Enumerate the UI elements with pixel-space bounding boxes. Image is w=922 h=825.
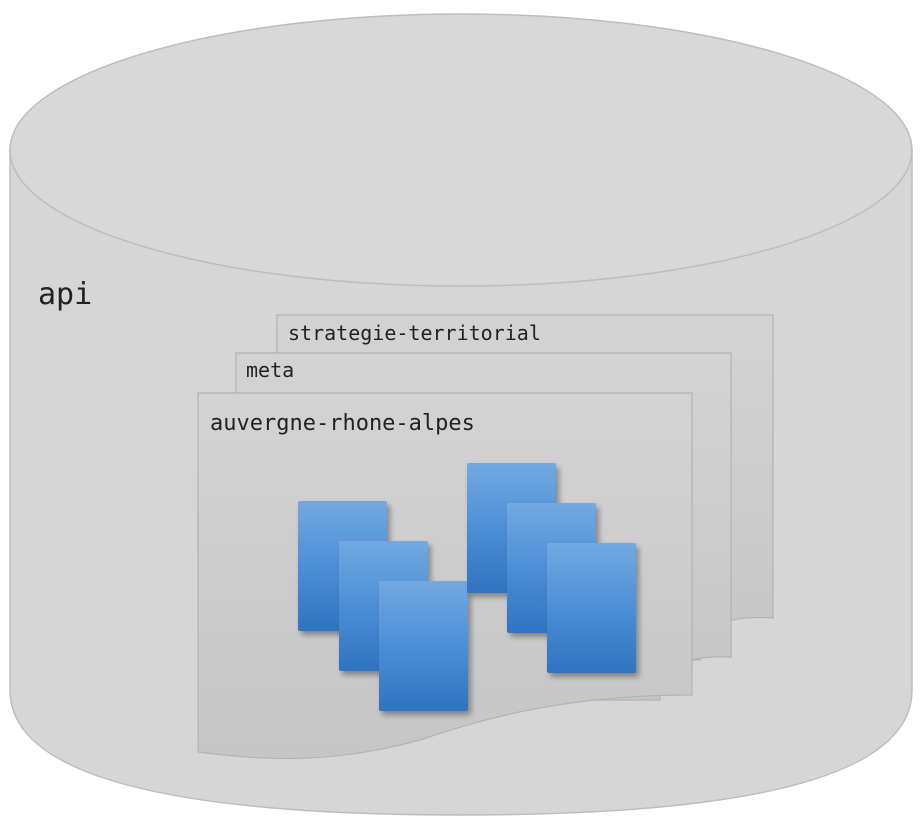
cylinder-top — [9, 13, 913, 287]
table-icon — [379, 581, 468, 711]
tables-group — [298, 463, 636, 711]
schema-label-strategie-territorial: strategie-territorial — [288, 321, 541, 345]
schema-label-auvergne-rhone-alpes: auvergne-rhone-alpes — [210, 411, 475, 436]
table-icon — [547, 543, 636, 673]
database-name: api — [38, 277, 92, 312]
schema-label-meta: meta — [246, 358, 294, 382]
